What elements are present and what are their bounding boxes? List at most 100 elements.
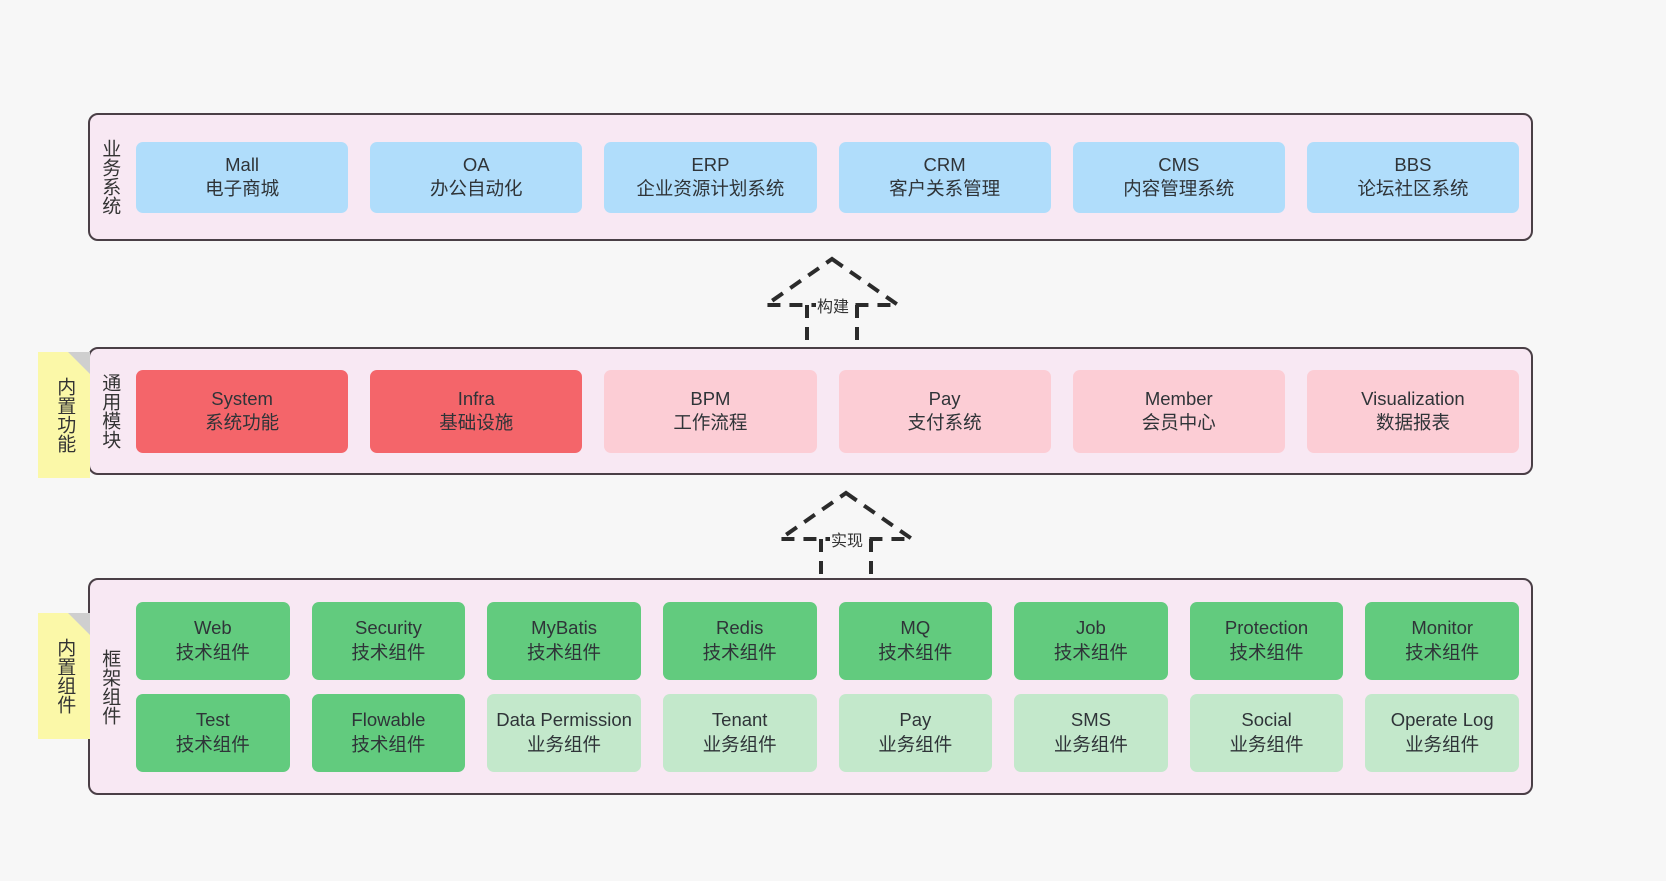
box-data-permission-desc: 业务组件 — [527, 733, 602, 755]
box-bbs-desc: 论坛社区系统 — [1357, 178, 1469, 199]
box-pay-component-name: Pay — [899, 709, 932, 731]
box-social-name: Social — [1241, 709, 1292, 731]
connector-implement-label: 实现 — [830, 527, 865, 551]
box-security-desc: 技术组件 — [351, 641, 426, 663]
box-pay-component[interactable]: Pay 业务组件 — [838, 693, 993, 772]
layer-business-body: Mall 电子商城 OA 办公自动化 ERP 企业资源计划系统 CRM 客户关系… — [128, 115, 1531, 239]
box-redis-name: Redis — [716, 617, 764, 639]
box-member[interactable]: Member 会员中心 — [1072, 369, 1285, 453]
box-test-name: Test — [195, 709, 230, 731]
box-sms-desc: 业务组件 — [1053, 733, 1128, 755]
box-tenant-desc: 业务组件 — [702, 733, 777, 755]
box-crm-desc: 客户关系管理 — [889, 178, 1001, 199]
box-bbs[interactable]: BBS 论坛社区系统 — [1306, 141, 1520, 213]
box-test-desc: 技术组件 — [175, 733, 250, 755]
box-infra-desc: 基础设施 — [439, 412, 514, 433]
box-monitor[interactable]: Monitor 技术组件 — [1365, 601, 1519, 680]
box-mall[interactable]: Mall 电子商城 — [136, 141, 349, 213]
box-redis[interactable]: Redis 技术组件 — [662, 601, 817, 680]
box-operate-log-name: Operate Log — [1390, 709, 1494, 731]
connector-implement-arrow-icon — [773, 490, 919, 582]
box-bpm-desc: 工作流程 — [673, 412, 748, 433]
box-job-name: Job — [1076, 617, 1106, 639]
note-fold-corner-icon — [68, 613, 90, 635]
box-protection-desc: 技术组件 — [1229, 641, 1304, 663]
box-operate-log[interactable]: Operate Log 业务组件 — [1365, 693, 1519, 772]
box-oa-name: OA — [462, 153, 490, 175]
box-visualization[interactable]: Visualization 数据报表 — [1306, 369, 1520, 453]
framework-row-business: Test 技术组件 Flowable 技术组件 Data Permission … — [136, 693, 1519, 772]
box-monitor-desc: 技术组件 — [1405, 641, 1480, 663]
box-visualization-desc: 数据报表 — [1375, 412, 1450, 433]
box-sms[interactable]: SMS 业务组件 — [1014, 693, 1168, 772]
layer-framework-components: 框架组件 Web 技术组件 Security 技术组件 MyBatis 技术组件… — [88, 578, 1533, 795]
box-flowable[interactable]: Flowable 技术组件 — [311, 693, 466, 772]
box-flowable-name: Flowable — [351, 709, 426, 731]
box-mall-desc: 电子商城 — [205, 178, 280, 199]
box-mybatis-desc: 技术组件 — [527, 641, 602, 663]
note-builtin-components: 内置组件 — [38, 613, 90, 739]
box-social[interactable]: Social 业务组件 — [1189, 693, 1344, 772]
box-system-name: System — [211, 387, 273, 409]
box-operate-log-desc: 业务组件 — [1405, 733, 1480, 755]
layer-business-systems: 业务系统 Mall 电子商城 OA 办公自动化 ERP 企业资源计划系统 CRM… — [88, 113, 1533, 241]
box-bpm-name: BPM — [690, 387, 731, 409]
box-erp[interactable]: ERP 企业资源计划系统 — [604, 141, 817, 213]
box-crm[interactable]: CRM 客户关系管理 — [838, 141, 1051, 213]
note-builtin-components-label: 内置组件 — [54, 638, 76, 714]
box-bpm[interactable]: BPM 工作流程 — [604, 369, 817, 453]
box-member-name: Member — [1144, 387, 1213, 409]
box-mq[interactable]: MQ 技术组件 — [838, 601, 993, 680]
box-social-desc: 业务组件 — [1229, 733, 1304, 755]
layer-business-title: 业务系统 — [99, 139, 121, 215]
box-cms-desc: 内容管理系统 — [1123, 178, 1235, 199]
box-infra[interactable]: Infra 基础设施 — [370, 369, 583, 453]
box-data-permission-name: Data Permission — [496, 709, 632, 731]
box-visualization-name: Visualization — [1361, 387, 1465, 409]
box-pay-module-desc: 支付系统 — [907, 412, 982, 433]
box-web-desc: 技术组件 — [175, 641, 250, 663]
connector-implement: 实现 — [766, 487, 926, 582]
box-tenant-name: Tenant — [711, 709, 768, 731]
box-security[interactable]: Security 技术组件 — [311, 601, 466, 680]
box-erp-desc: 企业资源计划系统 — [636, 178, 785, 199]
box-crm-name: CRM — [923, 153, 966, 175]
box-pay-module-name: Pay — [928, 387, 961, 409]
box-cms[interactable]: CMS 内容管理系统 — [1072, 141, 1285, 213]
note-fold-corner-icon — [68, 352, 90, 374]
box-mq-desc: 技术组件 — [878, 641, 953, 663]
box-protection-name: Protection — [1224, 617, 1309, 639]
box-flowable-desc: 技术组件 — [351, 733, 426, 755]
box-member-desc: 会员中心 — [1141, 412, 1216, 433]
box-job-desc: 技术组件 — [1053, 641, 1128, 663]
box-cms-name: CMS — [1158, 153, 1200, 175]
layer-modules-title: 通用模块 — [99, 373, 121, 449]
box-system[interactable]: System 系统功能 — [136, 369, 349, 453]
note-builtin-functions-label: 内置功能 — [54, 377, 76, 453]
box-system-desc: 系统功能 — [205, 412, 280, 433]
box-mq-name: MQ — [900, 617, 931, 639]
box-job[interactable]: Job 技术组件 — [1014, 601, 1168, 680]
box-monitor-name: Monitor — [1411, 617, 1474, 639]
box-oa[interactable]: OA 办公自动化 — [370, 141, 583, 213]
box-mybatis-name: MyBatis — [531, 617, 597, 639]
box-pay-component-desc: 业务组件 — [878, 733, 953, 755]
box-protection[interactable]: Protection 技术组件 — [1189, 601, 1344, 680]
box-web[interactable]: Web 技术组件 — [136, 601, 290, 680]
note-builtin-functions: 内置功能 — [38, 352, 90, 478]
box-infra-name: Infra — [457, 387, 495, 409]
layer-framework-body: Web 技术组件 Security 技术组件 MyBatis 技术组件 Redi… — [128, 580, 1531, 793]
connector-build-arrow-icon — [759, 256, 905, 348]
box-mybatis[interactable]: MyBatis 技术组件 — [487, 601, 641, 680]
modules-row: System 系统功能 Infra 基础设施 BPM 工作流程 Pay 支付系统… — [136, 369, 1520, 453]
box-mall-name: Mall — [225, 153, 260, 175]
box-data-permission[interactable]: Data Permission 业务组件 — [487, 693, 641, 772]
business-row: Mall 电子商城 OA 办公自动化 ERP 企业资源计划系统 CRM 客户关系… — [136, 141, 1520, 213]
box-web-name: Web — [193, 617, 232, 639]
box-erp-name: ERP — [691, 153, 730, 175]
box-pay-module[interactable]: Pay 支付系统 — [838, 369, 1051, 453]
box-test[interactable]: Test 技术组件 — [136, 693, 290, 772]
box-tenant[interactable]: Tenant 业务组件 — [662, 693, 817, 772]
layer-common-modules: 通用模块 System 系统功能 Infra 基础设施 BPM 工作流程 Pay… — [88, 347, 1533, 475]
